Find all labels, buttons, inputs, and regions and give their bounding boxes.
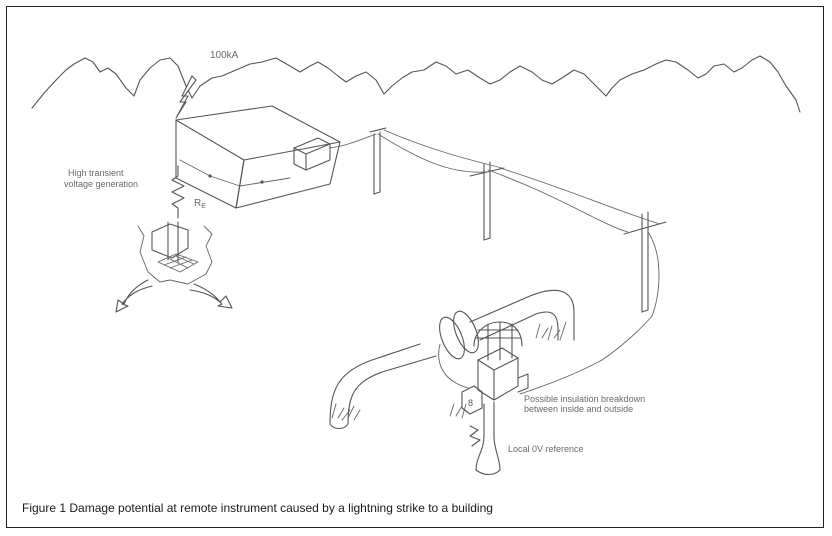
instrument-digit: 8 [468, 398, 473, 408]
transient-voltage-label: High transient [68, 168, 124, 178]
soil-outline [137, 225, 213, 285]
pipe-flange [439, 310, 479, 360]
figure-frame [6, 6, 824, 528]
insulation-breakdown-label-line2: between inside and outside [524, 404, 633, 414]
instrument-ground-rod [469, 401, 501, 476]
current-arrow-left-icon [115, 279, 153, 313]
transient-voltage-label-line2: voltage generation [64, 179, 138, 189]
utility-pole-3 [623, 211, 667, 313]
pipeline [329, 289, 575, 430]
utility-pole-2 [469, 161, 505, 241]
earth-resistor [171, 165, 185, 219]
building [175, 105, 341, 209]
current-arrow-right-icon [189, 283, 233, 309]
pipe-tap-line [438, 343, 469, 389]
local-reference-label: Local 0V reference [508, 444, 584, 454]
resistor-label: RE [194, 198, 206, 210]
utility-pole-1 [369, 127, 387, 195]
remote-instrument [461, 321, 529, 415]
building-equipment-box [293, 137, 331, 171]
current-label: 100kA [210, 50, 239, 61]
overhead-conductors [329, 129, 661, 395]
lightning-bolt-icon [175, 75, 197, 119]
grass-tuft [331, 321, 567, 421]
ground-electrode [151, 221, 189, 263]
earth-grid [157, 253, 199, 273]
building-bonding-wire [179, 159, 291, 187]
figure-caption: Figure 1 Damage potential at remote inst… [22, 501, 493, 515]
mountain-range [31, 55, 801, 113]
insulation-breakdown-label: Possible insulation breakdown [524, 394, 645, 404]
